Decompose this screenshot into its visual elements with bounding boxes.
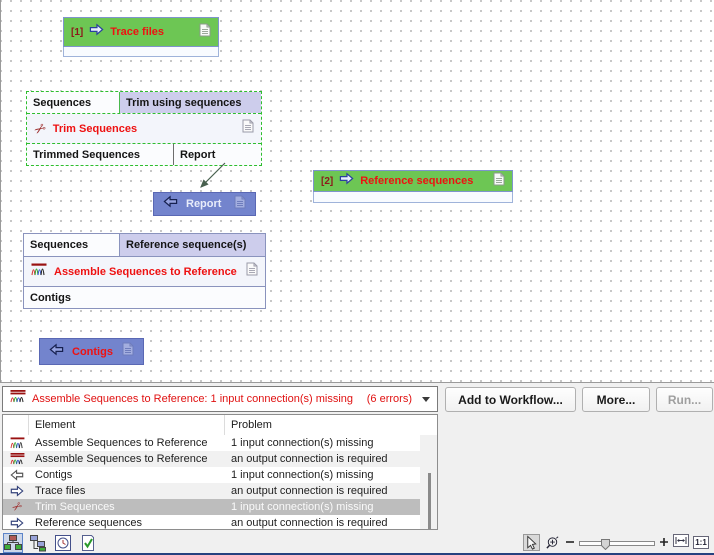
problem-cell: 1 input connection(s) missing — [231, 501, 374, 513]
fit-width-button[interactable] — [673, 533, 689, 552]
workflow-list-view-button[interactable] — [28, 533, 48, 553]
input-arrow-icon — [3, 515, 29, 529]
node-report[interactable]: Report — [153, 192, 256, 216]
table-header: Element Problem — [3, 415, 437, 435]
input-port-trim-using-sequences[interactable]: Trim using sequences — [120, 92, 261, 113]
history-button[interactable] — [53, 533, 73, 553]
more-button[interactable]: More... — [582, 387, 650, 412]
element-cell: Trim Sequences — [35, 501, 115, 513]
node-label: Contigs — [72, 345, 113, 358]
add-to-workflow-button[interactable]: Add to Workflow... — [445, 387, 576, 412]
chevron-down-icon — [422, 396, 430, 402]
output-connector-strip[interactable] — [313, 192, 513, 203]
node-label: Report — [186, 198, 222, 210]
tool-title: Trim Sequences — [52, 122, 138, 135]
assemble-required-icon — [10, 390, 26, 408]
validation-report-button[interactable] — [78, 533, 98, 553]
node-index-label: [2] — [321, 175, 334, 187]
element-cell: Contigs — [35, 469, 73, 481]
zoom-tool-button[interactable] — [544, 534, 561, 551]
error-table: Element Problem Assemble Sequences to Re… — [2, 414, 438, 530]
element-cell: Trace files — [35, 485, 86, 497]
problem-cell: an output connection is required — [231, 517, 388, 529]
input-arrow-icon — [3, 483, 29, 499]
run-button: Run... — [656, 387, 713, 412]
zoom-slider-thumb[interactable] — [601, 537, 610, 555]
table-row[interactable]: Assemble Sequences to Reference an output… — [3, 451, 420, 467]
output-port-report[interactable]: Report — [174, 144, 261, 165]
document-icon — [242, 119, 254, 138]
assemble-icon — [31, 263, 47, 281]
actual-size-button[interactable]: 1:1 — [693, 536, 709, 549]
workflow-view-button[interactable] — [3, 532, 23, 553]
error-panel: Assemble Sequences to Reference: 1 input… — [0, 383, 714, 555]
problem-cell: an output connection is required — [231, 485, 388, 497]
problem-column-header: Problem — [231, 419, 272, 431]
window-edge-strip — [0, 553, 714, 555]
bottom-toolbar: 1:1 — [0, 532, 714, 553]
scissors-icon: ✂ — [30, 118, 50, 139]
tool-title: Assemble Sequences to Reference — [54, 265, 237, 278]
input-arrow-icon — [89, 23, 104, 41]
zoom-slider-track[interactable] — [579, 540, 655, 546]
scrollbar-thumb[interactable] — [428, 473, 431, 529]
pointer-tool-button[interactable] — [523, 534, 540, 551]
icon-column-header — [3, 415, 29, 435]
element-cell: Assemble Sequences to Reference — [35, 453, 208, 465]
input-port-reference-sequences[interactable]: Reference sequence(s) — [120, 234, 265, 256]
node-label: Trace files — [110, 26, 165, 38]
node-reference-sequences-bar[interactable]: [2] Reference sequences — [313, 170, 513, 192]
node-trace-files-bar[interactable]: [1] Trace files — [63, 17, 219, 47]
element-cell: Reference sequences — [35, 517, 143, 529]
table-row[interactable]: Contigs 1 input connection(s) missing — [3, 467, 420, 483]
workflow-canvas[interactable]: [1] Trace files Sequences Trim using seq… — [0, 0, 714, 383]
output-arrow-icon — [3, 467, 29, 483]
document-icon — [493, 172, 505, 191]
node-contigs[interactable]: Contigs — [39, 338, 144, 365]
problem-cell: 1 input connection(s) missing — [231, 437, 374, 449]
input-arrow-icon — [339, 172, 354, 190]
table-body: Assemble Sequences to Reference 1 input c… — [3, 435, 420, 529]
assemble-required-icon — [3, 451, 29, 467]
error-summary-text: Assemble Sequences to Reference: 1 input… — [32, 393, 354, 405]
node-label: Reference sequences — [360, 175, 474, 187]
node-assemble-sequences[interactable]: Sequences Reference sequence(s) Assemble… — [23, 233, 266, 309]
error-summary-dropdown[interactable]: Assemble Sequences to Reference: 1 input… — [2, 386, 438, 412]
table-scrollbar[interactable] — [420, 435, 437, 529]
node-trace-files[interactable]: [1] Trace files — [63, 17, 219, 57]
table-row[interactable]: Reference sequences an output connection … — [3, 515, 420, 529]
problem-cell: 1 input connection(s) missing — [231, 469, 374, 481]
error-count-badge: (6 errors) — [366, 393, 412, 405]
problem-cell: an output connection is required — [231, 453, 388, 465]
element-cell: Assemble Sequences to Reference — [35, 437, 208, 449]
node-trim-sequences[interactable]: Sequences Trim using sequences ✂ Trim Se… — [26, 91, 262, 166]
element-column-header: Element — [29, 415, 225, 435]
table-row[interactable]: Assemble Sequences to Reference 1 input c… — [3, 435, 420, 451]
scissors-icon: ✂ — [8, 499, 26, 515]
zoom-in-icon[interactable] — [659, 534, 669, 552]
output-port-contigs[interactable]: Contigs — [24, 287, 265, 308]
document-icon — [122, 342, 134, 361]
node-reference-sequences[interactable]: [2] Reference sequences — [313, 170, 513, 203]
output-port-trimmed-sequences[interactable]: Trimmed Sequences — [27, 144, 174, 165]
output-connector-strip[interactable] — [63, 47, 219, 57]
input-port-sequences[interactable]: Sequences — [24, 234, 120, 256]
zoom-out-icon[interactable] — [565, 534, 575, 552]
assemble-icon — [3, 435, 29, 451]
document-icon — [246, 262, 258, 281]
output-arrow-icon — [49, 343, 64, 361]
table-row[interactable]: ✂ Trim Sequences 1 input connection(s) mis… — [3, 499, 420, 515]
document-icon — [199, 23, 211, 42]
zoom-slider[interactable] — [579, 537, 655, 550]
document-icon — [234, 195, 246, 214]
output-arrow-icon — [163, 195, 178, 213]
input-port-sequences[interactable]: Sequences — [27, 92, 120, 113]
table-row[interactable]: Trace files an output connection is requi… — [3, 483, 420, 499]
node-index-label: [1] — [71, 26, 84, 38]
